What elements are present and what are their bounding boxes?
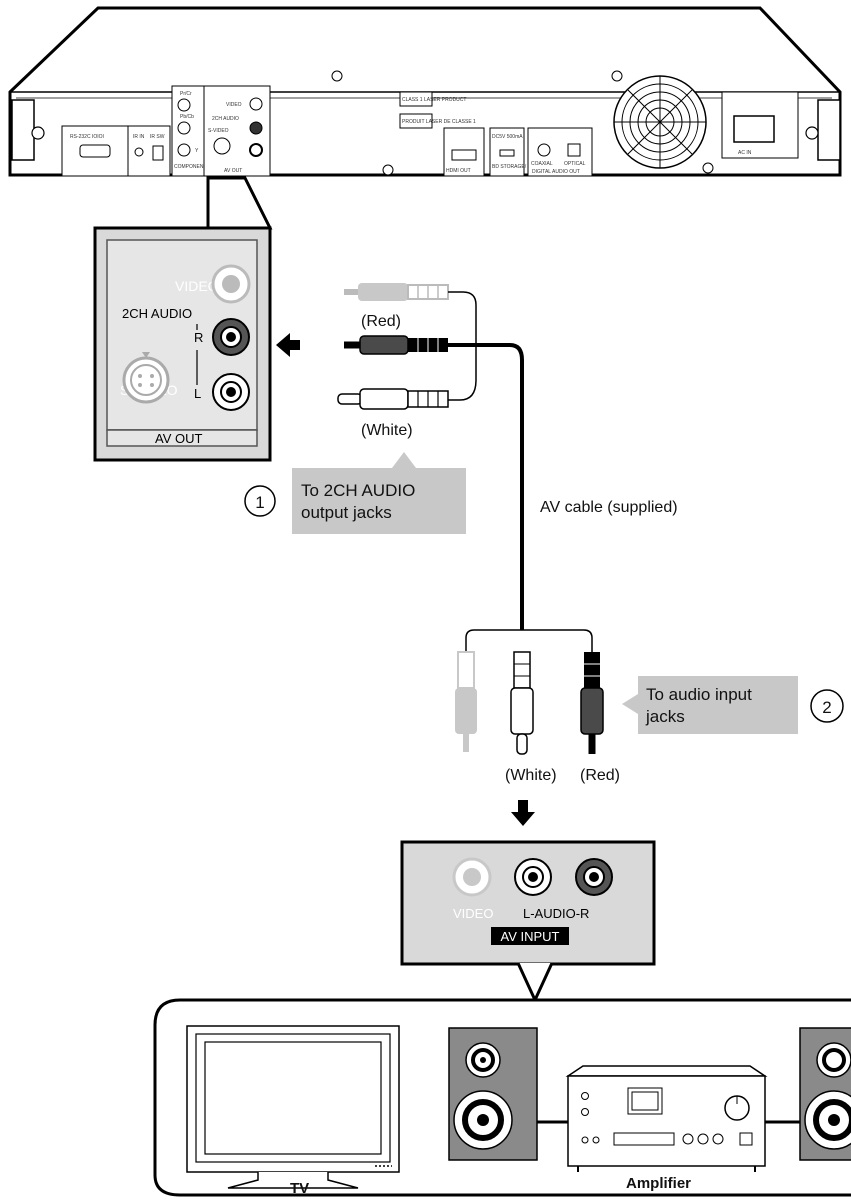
devices-box: TV — [153, 998, 851, 1197]
av-cable-line — [448, 343, 524, 630]
step1-number: 1 — [255, 493, 264, 512]
step2-callout: To audio input jacks 2 — [622, 676, 844, 734]
av-input-callout-pointer — [516, 962, 554, 1004]
optical-label: OPTICAL — [564, 161, 586, 167]
rs232c-label: RS-232C IOIOI — [70, 134, 104, 140]
tv-label: TV — [290, 1180, 309, 1197]
dc5v-label: DC5V 500mA — [492, 134, 523, 140]
white-plug-label-top: (White) — [361, 422, 413, 439]
step1-line2: output jacks — [301, 503, 392, 522]
coaxial-label: COAXIAL — [531, 161, 553, 167]
digital-audio-out-label: DIGITAL AUDIO OUT — [532, 169, 580, 175]
speaker-left-icon — [448, 1027, 538, 1161]
amplifier-icon — [565, 1065, 768, 1172]
zoom-av-out-label: AV OUT — [155, 431, 202, 446]
red-plug-label-bottom: (Red) — [580, 767, 620, 784]
hdmi-out-label: HDMI OUT — [446, 168, 471, 174]
zoom-l-label: L — [194, 386, 201, 401]
step2-line1: To audio input — [646, 685, 752, 704]
step1-callout: 1 To 2CH AUDIO output jacks — [244, 452, 466, 534]
tv-icon — [186, 1025, 400, 1189]
laser-class-label: PRODUIT LASER DE CLASSE 1 — [402, 119, 476, 125]
ir-in-label: IR IN — [133, 134, 145, 140]
av-cable-label: AV cable (supplied) — [540, 499, 678, 516]
step2-line2: jacks — [645, 707, 685, 726]
zoom-callout-pointer — [206, 176, 273, 230]
recorder-rear-panel: RS-232C IOIOI IR IN IR SW Pr/Cr Pb/Cb Y … — [8, 6, 842, 177]
pb-cb-label: Pb/Cb — [180, 114, 194, 120]
bd-storage-label: BD STORAGE/ SERVICE — [492, 164, 550, 170]
speaker-right-icon — [799, 1027, 851, 1161]
laser-product-label: CLASS 1 LASER PRODUCT — [402, 97, 466, 103]
av-input-badge: AV INPUT — [501, 929, 560, 944]
zoom-av-out-panel: VIDEO 2CH AUDIO R L S-VIDEO AV OUT — [93, 226, 272, 462]
red-plug-label-top: (Red) — [361, 313, 401, 330]
ac-in-label: AC IN — [738, 150, 752, 156]
step1-line1: To 2CH AUDIO — [301, 481, 415, 500]
cooling-fan-icon — [613, 75, 707, 169]
small-video-label: VIDEO — [226, 102, 242, 108]
av-input-l-audio-r-label: L-AUDIO-R — [523, 906, 589, 921]
arrow-down-icon — [511, 800, 535, 826]
small-2ch-audio-label: 2CH AUDIO — [212, 116, 239, 122]
arrow-left-icon — [276, 333, 300, 357]
zoom-video-label: VIDEO — [175, 278, 219, 294]
zoom-r-label: R — [194, 330, 203, 345]
av-input-video-label: VIDEO — [453, 906, 493, 921]
small-av-out-label: AV OUT — [224, 168, 242, 174]
ir-sw-label: IR SW — [150, 134, 165, 140]
small-s-video-label: S-VIDEO — [208, 128, 229, 134]
pr-cr-label: Pr/Cr — [180, 91, 192, 97]
bottom-plugs: (White) (Red) — [455, 629, 620, 784]
zoom-s-video-jack-icon — [122, 352, 170, 404]
top-plugs: (Red) (White) — [337, 283, 477, 439]
y-label: Y — [195, 148, 199, 154]
av-input-panel: VIDEO L-AUDIO-R AV INPUT — [400, 840, 656, 966]
zoom-2ch-audio-label: 2CH AUDIO — [122, 306, 192, 321]
white-plug-label-bottom: (White) — [505, 767, 557, 784]
amplifier-label: Amplifier — [626, 1175, 691, 1192]
step2-number: 2 — [822, 698, 831, 717]
